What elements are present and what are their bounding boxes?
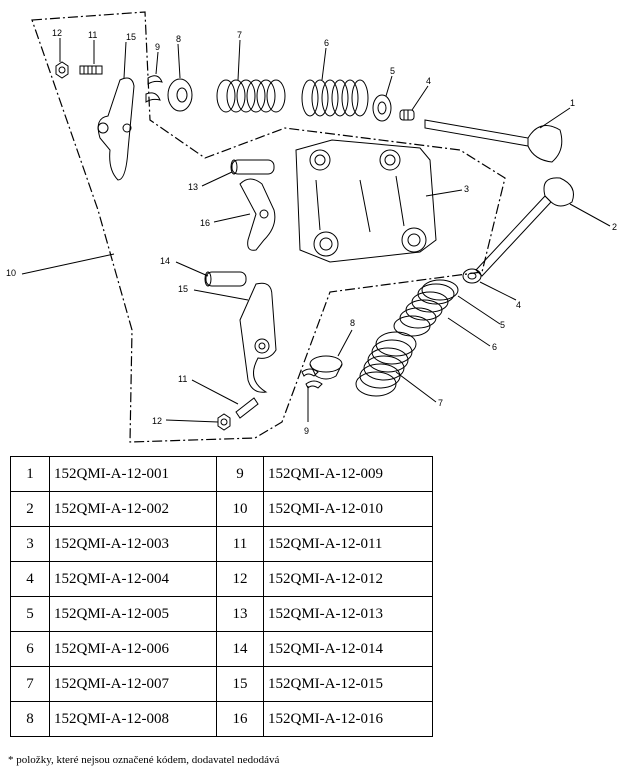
callout-4: 4 (516, 300, 521, 310)
callout-11: 11 (88, 30, 97, 40)
outer-spring-icon (216, 79, 286, 113)
spring-retainer-icon (167, 78, 193, 112)
part-number: 6 (10, 631, 50, 667)
footnote: * položky, které nejsou označené kódem, … (8, 754, 280, 766)
callout-9: 9 (155, 42, 160, 52)
part-code: 152QMI-A-12-009 (263, 456, 433, 492)
part-number: 1 (10, 456, 50, 492)
part-code: 152QMI-A-12-008 (49, 701, 217, 737)
part-number: 9 (216, 456, 264, 492)
rocker-arm-icon (97, 77, 135, 181)
callout-1: 1 (570, 98, 575, 108)
callout-7: 7 (438, 398, 443, 408)
callout-5: 5 (390, 66, 395, 76)
table-row: 3 152QMI-A-12-003 11 152QMI-A-12-011 (10, 526, 433, 562)
callout-8: 8 (176, 34, 181, 44)
part-code: 152QMI-A-12-014 (263, 631, 433, 667)
valve-keeper-icon (301, 368, 319, 377)
rocker-shaft-icon (204, 271, 247, 287)
part-number: 8 (10, 701, 50, 737)
part-code: 152QMI-A-12-015 (263, 666, 433, 702)
part-code: 152QMI-A-12-013 (263, 596, 433, 632)
part-number: 13 (216, 596, 264, 632)
spring-retainer-icon (309, 355, 343, 380)
callout-12: 12 (152, 416, 162, 426)
outer-spring-icon (355, 331, 417, 397)
table-row: 1 152QMI-A-12-001 9 152QMI-A-12-009 (10, 456, 433, 492)
valve-seal-icon (462, 268, 482, 284)
exploded-parts-diagram: 12 11 15 9 8 7 6 5 4 1 3 13 2 16 10 14 1… (6, 11, 617, 443)
callout-7: 7 (237, 30, 242, 40)
inner-spring-icon (393, 283, 455, 337)
callout-8: 8 (350, 318, 355, 328)
stud-icon (79, 65, 103, 75)
callout-10: 10 (6, 268, 16, 278)
small-rocker-arm-icon (239, 178, 276, 251)
leader-line (21, 38, 611, 423)
camshaft-holder-icon (295, 139, 437, 263)
part-number: 14 (216, 631, 264, 667)
callout-4: 4 (426, 76, 431, 86)
inner-spring-icon (301, 79, 369, 117)
callout-3: 3 (464, 184, 469, 194)
table-row: 2 152QMI-A-12-002 10 152QMI-A-12-010 (10, 491, 433, 527)
stud-icon (235, 397, 259, 419)
callout-11: 11 (178, 374, 187, 384)
valve-seal-icon (399, 109, 415, 121)
part-code: 152QMI-A-12-016 (263, 701, 433, 737)
part-code: 152QMI-A-12-001 (49, 456, 217, 492)
callout-15: 15 (126, 32, 136, 42)
callout-15: 15 (178, 284, 188, 294)
part-number: 2 (10, 491, 50, 527)
callout-6: 6 (492, 342, 497, 352)
part-code: 152QMI-A-12-007 (49, 666, 217, 702)
part-number: 3 (10, 526, 50, 562)
callout-9: 9 (304, 426, 309, 436)
part-code: 152QMI-A-12-010 (263, 491, 433, 527)
nut-icon (217, 413, 231, 431)
spring-seat-icon (421, 279, 459, 301)
table-row: 7 152QMI-A-12-007 15 152QMI-A-12-015 (10, 666, 433, 702)
nut-icon (55, 61, 69, 79)
part-number: 16 (216, 701, 264, 737)
callout-2: 2 (612, 222, 617, 232)
part-code: 152QMI-A-12-012 (263, 561, 433, 597)
part-code: 152QMI-A-12-011 (263, 526, 433, 562)
table-row: 5 152QMI-A-12-005 13 152QMI-A-12-013 (10, 596, 433, 632)
part-number: 4 (10, 561, 50, 597)
part-number: 10 (216, 491, 264, 527)
valve-icon (424, 119, 563, 163)
callout-5: 5 (500, 320, 505, 330)
part-code: 152QMI-A-12-005 (49, 596, 217, 632)
part-number: 15 (216, 666, 264, 702)
table-row: 8 152QMI-A-12-008 16 152QMI-A-12-016 (10, 701, 433, 737)
part-number: 12 (216, 561, 264, 597)
callout-13: 13 (188, 182, 198, 192)
callout-6: 6 (324, 38, 329, 48)
spring-seat-icon (372, 94, 392, 122)
table-row: 6 152QMI-A-12-006 14 152QMI-A-12-014 (10, 631, 433, 667)
callout-14: 14 (160, 256, 170, 266)
valve-icon (475, 177, 574, 277)
rocker-shaft-icon (230, 159, 275, 175)
parts-table: 1 152QMI-A-12-001 9 152QMI-A-12-009 2 15… (10, 456, 433, 737)
rocker-arm-icon (239, 282, 277, 393)
callout-12: 12 (52, 28, 62, 38)
part-code: 152QMI-A-12-006 (49, 631, 217, 667)
part-code: 152QMI-A-12-003 (49, 526, 217, 562)
part-number: 7 (10, 666, 50, 702)
part-number: 11 (216, 526, 264, 562)
valve-keeper-icon (147, 75, 163, 85)
assembly-boundary (31, 11, 506, 443)
part-number: 5 (10, 596, 50, 632)
part-code: 152QMI-A-12-002 (49, 491, 217, 527)
table-row: 4 152QMI-A-12-004 12 152QMI-A-12-012 (10, 561, 433, 597)
callout-16: 16 (200, 218, 210, 228)
part-code: 152QMI-A-12-004 (49, 561, 217, 597)
